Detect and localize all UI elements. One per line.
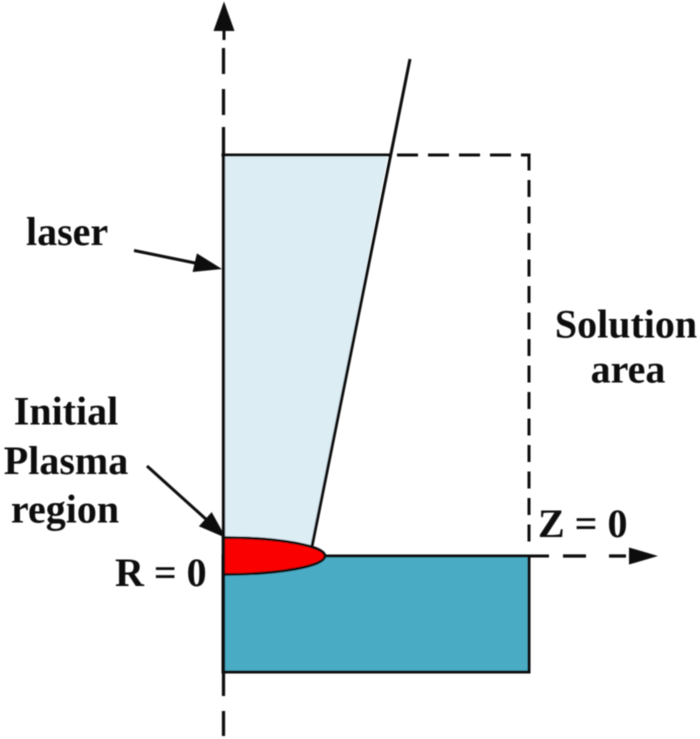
svg-text:region: region (11, 487, 119, 532)
svg-text:R = 0: R = 0 (115, 550, 207, 595)
svg-text:Z = 0: Z = 0 (538, 501, 627, 546)
svg-text:Initial: Initial (14, 389, 118, 434)
svg-text:laser: laser (26, 209, 108, 254)
svg-text:Plasma: Plasma (4, 438, 128, 483)
svg-text:Solution: Solution (555, 302, 697, 347)
svg-text:area: area (591, 347, 666, 392)
